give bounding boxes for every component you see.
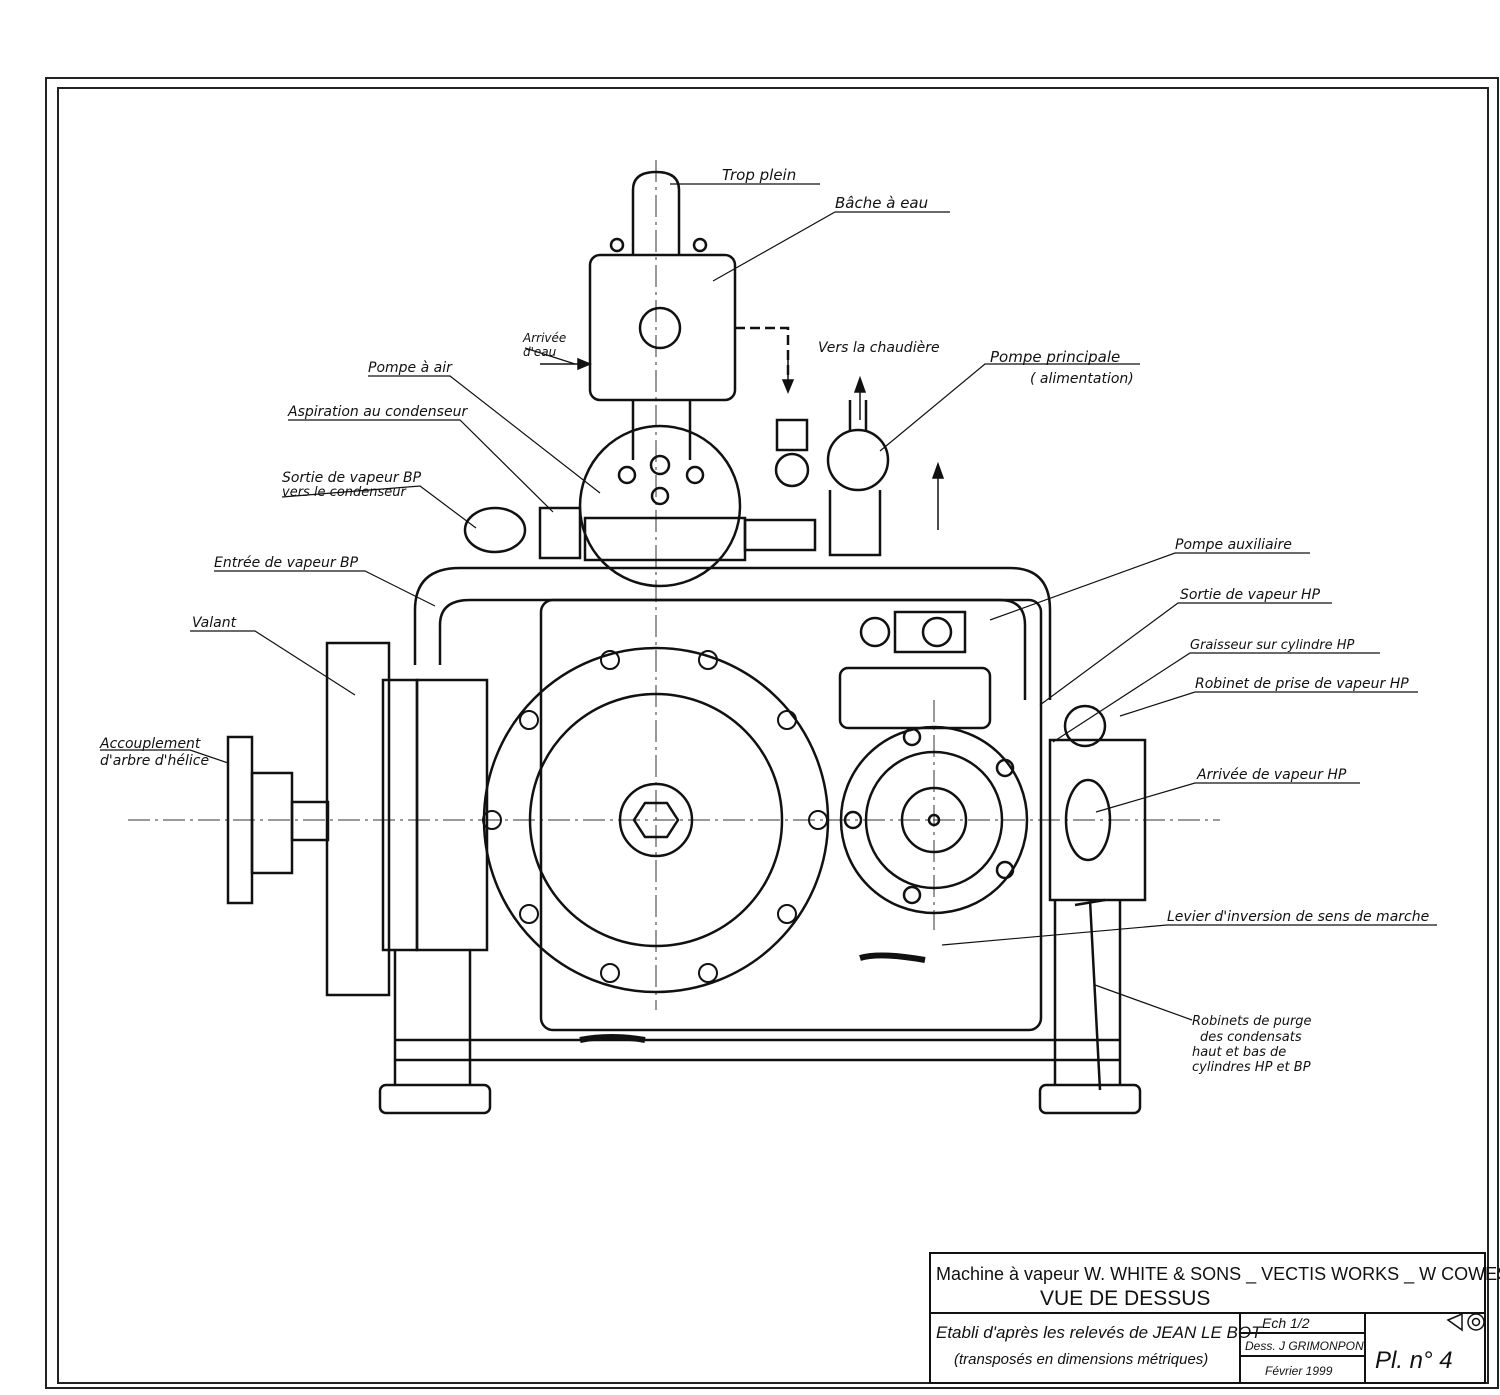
label-levier-inversion: Levier d'inversion de sens de marche <box>1167 909 1429 925</box>
outer-border <box>45 77 1499 1389</box>
label-pompe-principale-line1: Pompe principale <box>990 348 1120 366</box>
water-tank <box>588 170 790 460</box>
label-arrivee-eau-line2: d'eau <box>523 345 557 359</box>
label-arrivee-eau-line1: Arrivée <box>522 331 566 345</box>
label-robinets-purge-line4: cylindres HP et BP <box>1192 1060 1311 1075</box>
label-sortie-bp-line1: Sortie de vapeur BP <box>282 470 422 486</box>
title-drawn-by: Dess. J GRIMONPON <box>1245 1339 1364 1353</box>
hp-valves <box>579 610 1107 1091</box>
air-pump <box>463 424 747 588</box>
leader-lines <box>100 183 1437 1021</box>
label-sortie-hp: Sortie de vapeur HP <box>1180 587 1321 603</box>
title-date: Février 1999 <box>1265 1364 1333 1378</box>
inner-border <box>57 87 1489 1384</box>
label-graisseur-hp: Graisseur sur cylindre HP <box>1190 638 1355 653</box>
label-robinets-purge-line3: haut et bas de <box>1192 1045 1286 1060</box>
label-bache-a-eau: Bâche à eau <box>835 194 928 212</box>
label-entree-bp: Entrée de vapeur BP <box>214 555 359 571</box>
title-metric-note: (transposés en dimensions métriques) <box>954 1351 1208 1368</box>
label-arrivee-hp: Arrivée de vapeur HP <box>1196 767 1347 783</box>
label-pompe-a-air: Pompe à air <box>368 360 453 376</box>
flow-arrows <box>540 357 945 530</box>
bp-cylinder-bolts <box>482 650 828 983</box>
bp-steam-pipe <box>413 566 1052 700</box>
label-pompe-auxiliaire: Pompe auxiliaire <box>1175 537 1292 553</box>
engine-frame <box>378 598 1147 1115</box>
label-aspiration-condenseur: Aspiration au condenseur <box>287 404 468 420</box>
label-robinets-purge-line1: Robinets de purge <box>1192 1014 1312 1029</box>
bp-cylinder <box>482 646 830 994</box>
label-trop-plein: Trop plein <box>722 166 796 184</box>
title-view: VUE DE DESSUS <box>1040 1287 1210 1310</box>
title-machine: Machine à vapeur W. WHITE & SONS _ VECTI… <box>936 1264 1500 1285</box>
callout-labels: Trop plein Bâche à eau Arrivée d'eau Ver… <box>99 166 1429 1075</box>
label-valant: Valant <box>192 615 237 631</box>
flywheel <box>226 641 391 997</box>
label-pompe-principale-line2: ( alimentation) <box>1030 371 1134 387</box>
title-scale: Ech 1/2 <box>1262 1315 1310 1331</box>
projection-symbol-icon <box>1446 1312 1485 1332</box>
title-block: Machine à vapeur W. WHITE & SONS _ VECTI… <box>929 1252 1500 1384</box>
feed-pump <box>743 400 890 557</box>
title-established-by: Etabli d'après les relevés de JEAN LE BO… <box>936 1323 1263 1342</box>
title-plate-number: Pl. n° 4 <box>1375 1347 1453 1374</box>
label-robinet-prise-hp: Robinet de prise de vapeur HP <box>1195 676 1409 692</box>
label-accouplement-line2: d'arbre d'hélice <box>100 753 209 769</box>
label-robinets-purge-line2: des condensats <box>1200 1030 1302 1045</box>
label-accouplement-line1: Accouplement <box>99 736 201 752</box>
label-vers-chaudiere: Vers la chaudière <box>818 340 940 356</box>
label-sortie-bp-line2: vers le condenseur <box>282 485 408 500</box>
hp-cylinder <box>839 725 1112 915</box>
